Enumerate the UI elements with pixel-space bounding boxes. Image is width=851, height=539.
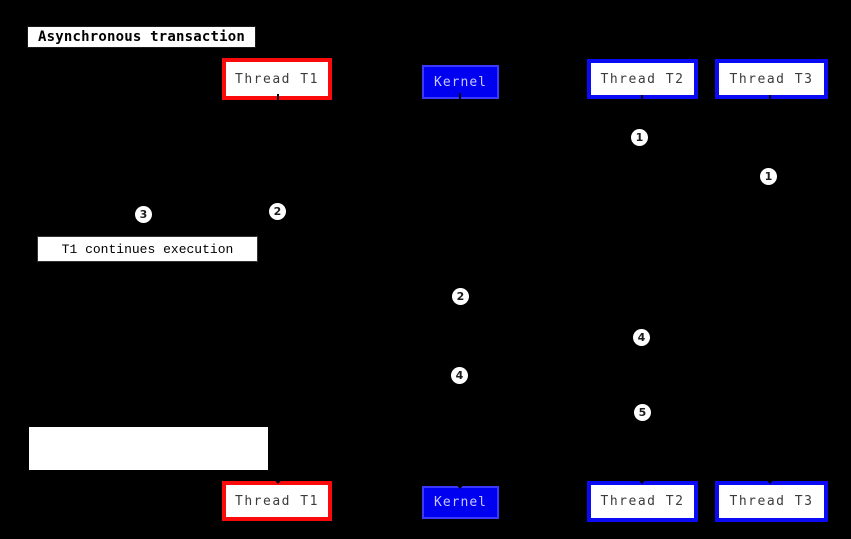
- entity-box-thread-t1-bottom: Thread T1: [222, 481, 332, 521]
- sequence-marker-1-t2: 1: [631, 129, 648, 146]
- sequence-marker-3-note: 3: [135, 206, 152, 223]
- sequence-marker-5-t2: 5: [634, 404, 651, 421]
- blank-note-box: [29, 427, 268, 470]
- lifeline-thread-t2: [641, 95, 643, 481]
- entity-box-thread-t3-top: Thread T3: [715, 59, 828, 99]
- lifeline-thread-t1: [277, 94, 279, 482]
- arrowhead-thread-t2: [636, 477, 648, 484]
- sequence-marker-1-t3: 1: [760, 168, 777, 185]
- sequence-marker-4-t2: 4: [633, 329, 650, 346]
- sequence-marker-4-kernel: 4: [451, 367, 468, 384]
- note-t1-continues-execution: T1 continues execution: [37, 236, 258, 262]
- diagram-title: Asynchronous transaction: [27, 26, 256, 48]
- arrowhead-kernel: [454, 482, 466, 489]
- lifeline-thread-t3: [769, 95, 771, 481]
- sequence-marker-2-kernel: 2: [452, 288, 469, 305]
- sequence-marker-2-t1: 2: [269, 203, 286, 220]
- arrowhead-thread-t1: [272, 477, 284, 484]
- entity-box-thread-t2-bottom: Thread T2: [587, 481, 698, 522]
- arrowhead-thread-t3: [764, 477, 776, 484]
- entity-box-thread-t2-top: Thread T2: [587, 59, 698, 99]
- entity-box-kernel-bottom: Kernel: [422, 486, 499, 519]
- entity-box-thread-t3-bottom: Thread T3: [715, 481, 828, 522]
